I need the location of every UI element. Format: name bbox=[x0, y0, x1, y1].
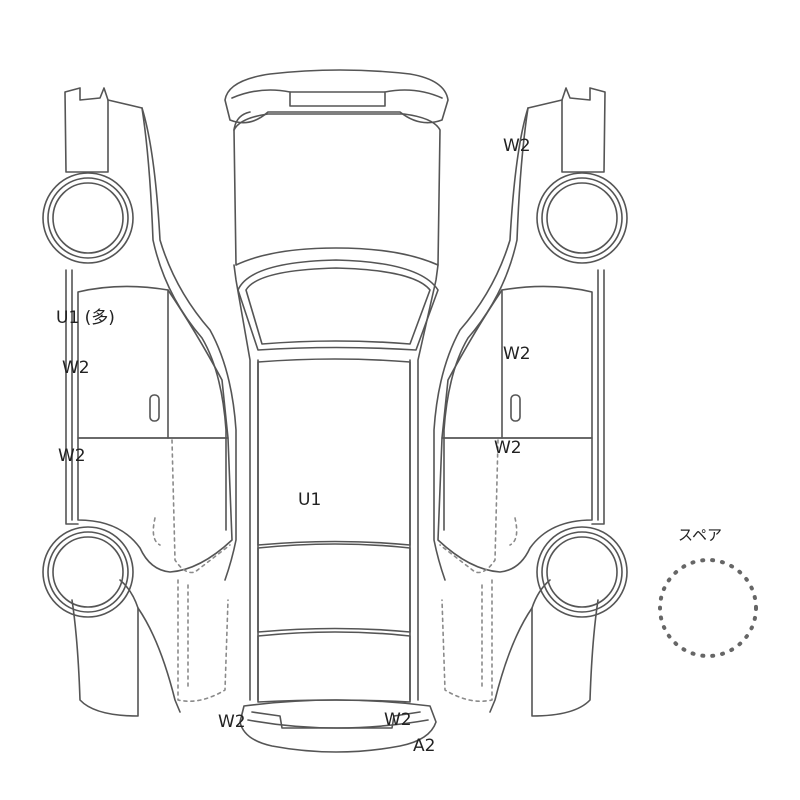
mark-rear-bumper-left: W2 bbox=[218, 712, 246, 732]
right-front-fender[interactable] bbox=[433, 99, 563, 581]
roof[interactable] bbox=[257, 358, 411, 546]
right-front-bumper[interactable] bbox=[561, 87, 606, 173]
left-front-fender[interactable] bbox=[107, 99, 237, 581]
spare-label: スペア bbox=[678, 526, 722, 544]
left-side-view bbox=[42, 87, 237, 717]
mark-rear-bumper-right: W2 bbox=[384, 710, 412, 730]
mark-left-front-door: U1 (多) bbox=[56, 308, 115, 328]
left-front-bumper[interactable] bbox=[64, 87, 109, 173]
mark-right-front-door: W2 bbox=[503, 344, 531, 364]
trunk-top[interactable] bbox=[257, 631, 411, 703]
top-view bbox=[224, 69, 449, 753]
rear-bumper-top[interactable] bbox=[239, 699, 437, 753]
mark-right-rear-door: W2 bbox=[494, 438, 522, 458]
left-front-wheel[interactable] bbox=[42, 172, 134, 264]
windshield[interactable] bbox=[237, 259, 439, 351]
right-front-door[interactable] bbox=[501, 285, 593, 439]
spare-tire[interactable] bbox=[658, 558, 758, 658]
left-rear-wheel[interactable] bbox=[42, 526, 134, 618]
right-rear-door[interactable] bbox=[437, 437, 593, 573]
left-rear-door[interactable] bbox=[77, 437, 233, 573]
mark-left-rear-door: W2 bbox=[58, 446, 86, 466]
right-front-wheel[interactable] bbox=[536, 172, 628, 264]
left-front-door[interactable] bbox=[77, 285, 169, 439]
hood[interactable] bbox=[233, 113, 441, 266]
left-rear-quarter[interactable] bbox=[71, 579, 139, 717]
left-door-handle bbox=[149, 394, 160, 422]
mark-roof: U1 bbox=[298, 490, 322, 510]
mark-left-front-door-lower: W2 bbox=[62, 358, 90, 378]
mark-rear-bumper-bottom: A2 bbox=[413, 736, 436, 756]
mark-right-front-fender: W2 bbox=[503, 136, 531, 156]
rear-window[interactable] bbox=[257, 543, 411, 633]
right-rear-quarter[interactable] bbox=[531, 579, 599, 717]
right-side-view bbox=[433, 87, 628, 717]
right-rear-wheel[interactable] bbox=[536, 526, 628, 618]
